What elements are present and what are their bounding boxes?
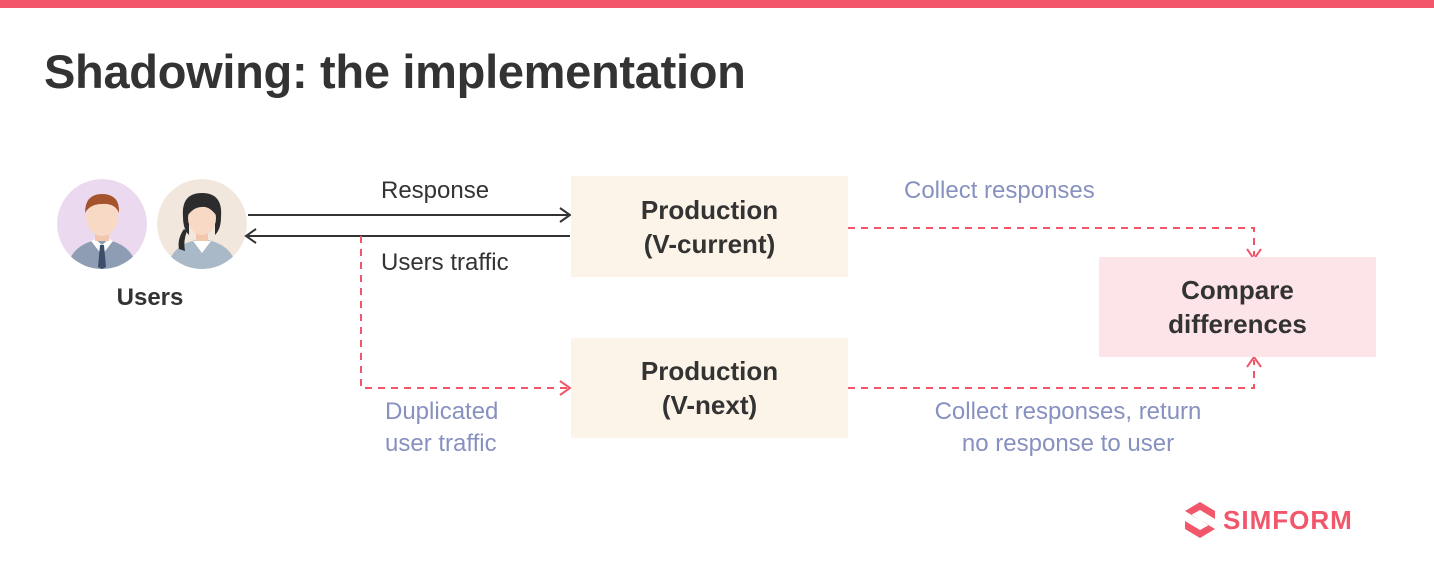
- users-to-current-arrow: [248, 207, 572, 223]
- male-user-avatar-icon: [57, 179, 147, 269]
- response-label: Response: [381, 177, 490, 204]
- duplicated-traffic-label: Duplicated user traffic: [385, 396, 498, 460]
- brand-name: SIMFORM: [1223, 504, 1353, 535]
- simform-logo: SIMFORM: [1183, 500, 1353, 540]
- box-line: (V-next): [661, 390, 758, 420]
- compare-differences-box: Compare differences: [1099, 257, 1376, 357]
- box-line: Compare: [1181, 275, 1294, 305]
- female-user-avatar-icon: [157, 179, 247, 269]
- next-to-compare-arrow: [848, 355, 1262, 389]
- top-accent-bar: [0, 0, 1434, 8]
- simform-mark-icon: [1185, 502, 1215, 538]
- duplicated-traffic-arrow: [360, 236, 572, 396]
- box-line: Production: [640, 194, 779, 225]
- label-line: Collect responses, return: [934, 398, 1202, 425]
- box-line: differences: [1168, 309, 1307, 339]
- label-line: user traffic: [385, 430, 497, 457]
- production-v-current-box: Production (V-current): [571, 176, 848, 277]
- label-line: Duplicated: [385, 398, 499, 425]
- users-label: Users: [116, 284, 184, 311]
- page-title: Shadowing: the implementation: [44, 45, 746, 98]
- current-to-compare-arrow: [848, 227, 1262, 261]
- box-line: Production: [640, 356, 779, 386]
- collect-responses-label: Collect responses: [904, 177, 1095, 204]
- collect-return-label: Collect responses, return no response to…: [918, 396, 1218, 460]
- box-line: (V-current): [643, 228, 776, 259]
- current-to-users-arrow: [244, 228, 570, 244]
- production-v-next-box: Production (V-next): [571, 338, 848, 438]
- users-traffic-label: Users traffic: [381, 249, 509, 276]
- label-line: no response to user: [961, 430, 1175, 457]
